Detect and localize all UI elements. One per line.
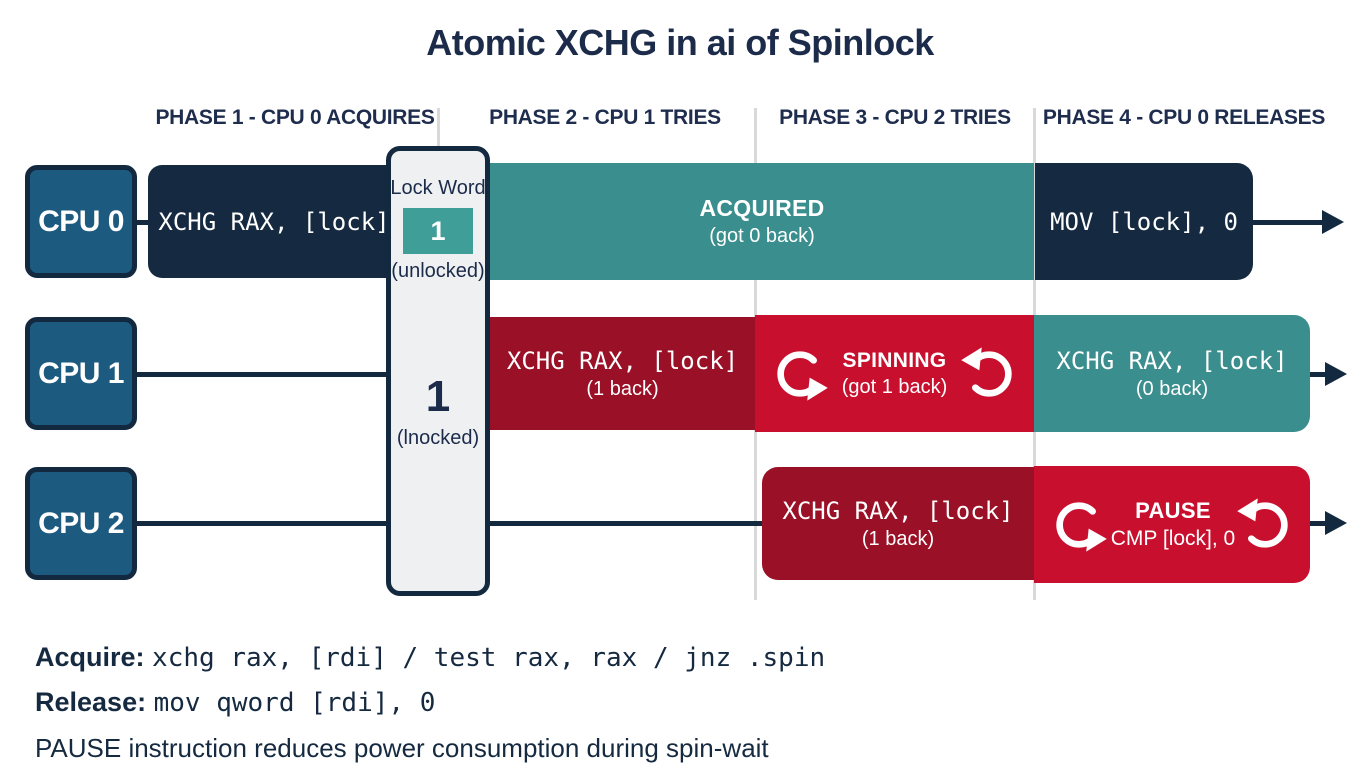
cpu0-release-bar: MOV [lock], 0	[1035, 163, 1253, 280]
phase-divider-1	[437, 108, 440, 148]
cpu0-timeline	[130, 220, 165, 225]
pause-note: PAUSE instruction reduces power consumpt…	[35, 733, 769, 763]
acquired-sub: (got 0 back)	[709, 225, 815, 247]
pause-sub: CMP [lock], 0	[1110, 527, 1236, 550]
cpu1-try-sub: (1 back)	[586, 377, 659, 400]
spin-arrow-icon	[777, 350, 828, 401]
cpu2-try-code: XCHG RAX, [lock]	[782, 496, 1014, 525]
cpu1-arrowhead-icon	[1325, 362, 1347, 386]
release-note: Release: mov qword [rdi], 0	[35, 687, 435, 718]
acquire-note-label: Acquire:	[35, 642, 145, 672]
cpu1-exit-line	[1308, 372, 1326, 377]
cpu0-xchg-bar: XCHG RAX, [lock]	[148, 165, 400, 278]
cpu1-acquire-bar: XCHG RAX, [lock] (0 back)	[1034, 315, 1310, 432]
cpu1-acquire-sub: (0 back)	[1135, 377, 1209, 400]
cpu2-try-sub: (1 back)	[861, 527, 935, 550]
cpu2-try-bar: XCHG RAX, [lock] (1 back)	[762, 467, 1034, 580]
spinning-sub: (got 1 back)	[841, 375, 948, 398]
cpu0-exit-line	[1253, 220, 1323, 225]
spin-arrow-icon	[1237, 497, 1288, 548]
cpu1-acquire-code: XCHG RAX, [lock]	[1056, 346, 1288, 375]
lock-word-cell-state: (unlocked)	[391, 260, 485, 282]
acquire-note-code: xchg rax, [rdi] / test rax, rax / jnz .s…	[152, 643, 826, 673]
acquired-label: ACQUIRED	[699, 195, 825, 221]
lock-word-title: Lock Word	[390, 177, 486, 199]
cpu2-label: CPU 2	[38, 506, 124, 540]
cpu2-box: CPU 2	[25, 467, 137, 580]
cpu0-arrowhead-icon	[1322, 210, 1344, 234]
spin-arrow-icon	[1056, 501, 1107, 552]
lock-word-cell: 1	[403, 208, 473, 254]
cpu1-spinning-bar: SPINNING (got 1 back)	[755, 315, 1034, 432]
spin-arrow-icon	[961, 346, 1012, 397]
cpu2-arrowhead-icon	[1325, 511, 1347, 535]
release-note-label: Release:	[35, 687, 147, 717]
cpu2-exit-line	[1308, 521, 1326, 526]
phase-1-header: PHASE 1 - CPU 0 ACQUIRES	[155, 106, 435, 129]
lock-word-cell-value: 1	[430, 215, 446, 246]
cpu1-box: CPU 1	[25, 317, 137, 430]
lock-word-mid-value: 1	[425, 372, 451, 421]
cpu0-acquired-bar: ACQUIRED (got 0 back)	[490, 163, 1034, 280]
phase-4-header: PHASE 4 - CPU 0 RELEASES	[1042, 106, 1326, 129]
cpu1-try-bar: XCHG RAX, [lock] (1 back)	[490, 317, 755, 430]
cpu1-timeline	[130, 372, 492, 377]
cpu0-release-code: MOV [lock], 0	[1050, 207, 1238, 236]
lock-word-mid-state: (lnocked)	[396, 427, 480, 449]
cpu0-label: CPU 0	[38, 204, 124, 238]
cpu1-label: CPU 1	[38, 356, 124, 390]
acquire-note: Acquire: xchg rax, [rdi] / test rax, rax…	[35, 642, 825, 673]
phase-3-header: PHASE 3 - CPU 2 TRIES	[779, 106, 1011, 129]
cpu1-try-code: XCHG RAX, [lock]	[506, 346, 739, 375]
spinning-label: SPINNING	[842, 348, 947, 372]
lock-word-panel: Lock Word 1 (unlocked) 1 (lnocked)	[386, 146, 490, 596]
cpu0-xchg-code: XCHG RAX, [lock]	[158, 207, 390, 236]
cpu0-box: CPU 0	[25, 165, 137, 278]
phase-2-header: PHASE 2 - CPU 1 TRIES	[489, 106, 721, 129]
pause-label: PAUSE	[1135, 498, 1211, 523]
release-note-code: mov qword [rdi], 0	[153, 688, 436, 718]
page-title: Atomic XCHG in ai of Spinlock	[426, 22, 934, 63]
cpu2-pause-bar: PAUSE CMP [lock], 0	[1034, 466, 1310, 583]
